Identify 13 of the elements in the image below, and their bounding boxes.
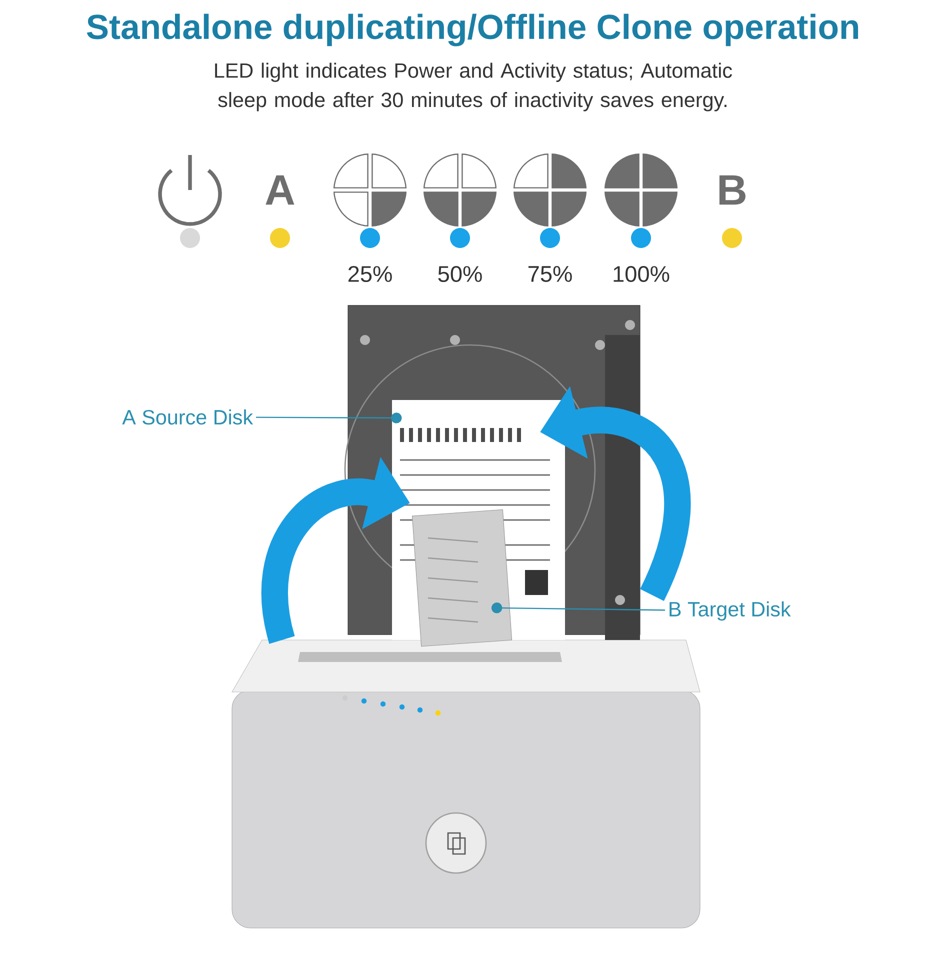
disk-letter: A [266, 175, 294, 205]
percent-label: 50% [438, 266, 482, 282]
ssd-drawing [412, 509, 512, 647]
leader-line [256, 412, 402, 424]
title: Standalone duplicating/Offline Clone operation [86, 14, 858, 46]
percent-label: 75% [528, 266, 572, 282]
percent-label: 100% [614, 266, 670, 282]
callout-label: A Source Disk [122, 409, 254, 425]
subtitle: LED light indicates Power and Activity status; Automatic sleep mode after 30 minutes of inactivity saves energy. [215, 62, 732, 112]
disk-letter: B [719, 175, 746, 205]
leader-line [492, 602, 666, 614]
percent-label: 25% [348, 266, 392, 282]
callout-label: B Target Disk [670, 601, 791, 621]
